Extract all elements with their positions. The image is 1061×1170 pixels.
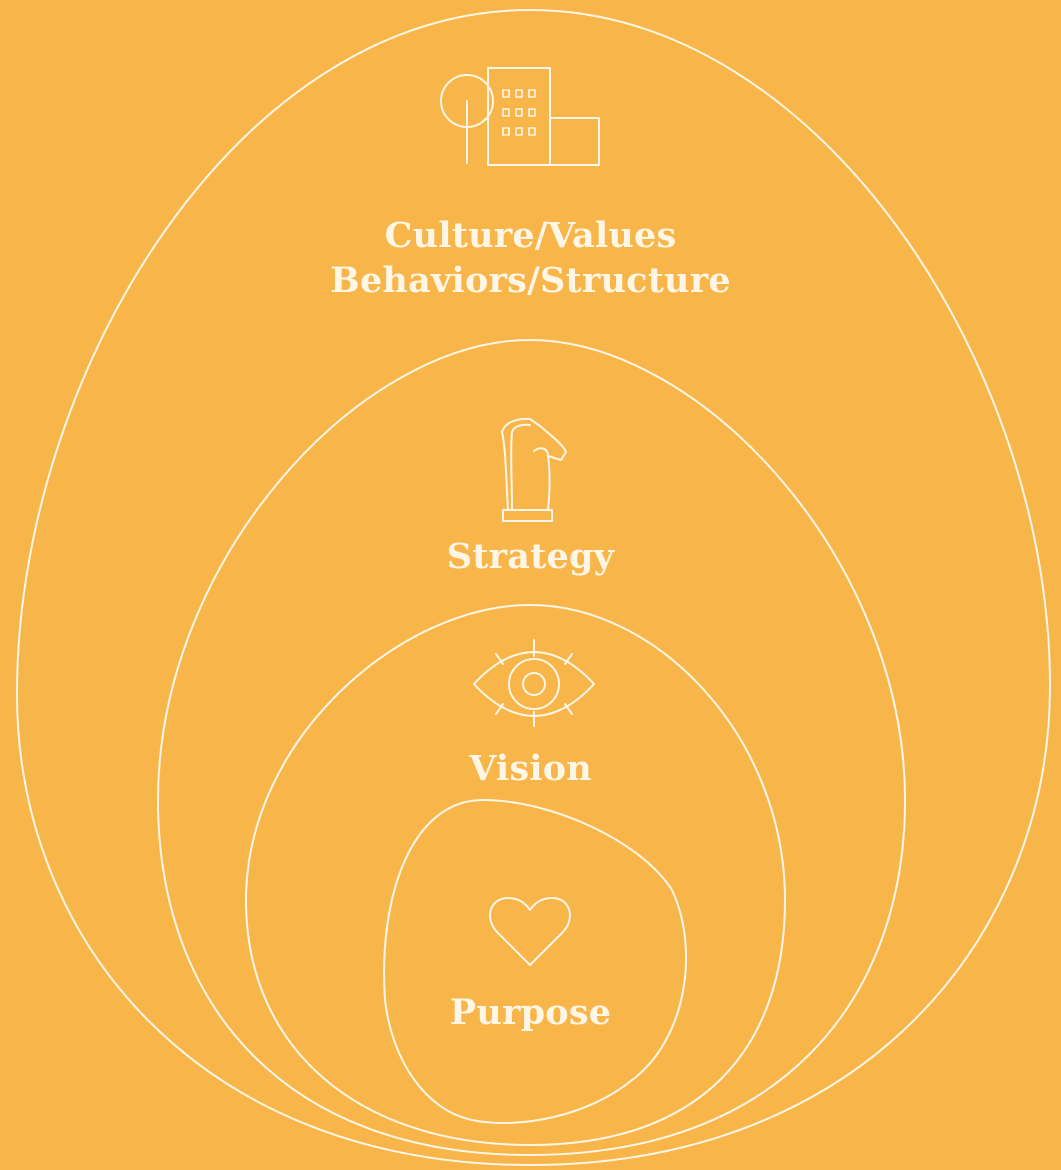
culture-line-2: Behaviors/Structure	[330, 260, 731, 301]
culture-layer-outline	[15, 9, 1052, 1166]
vision-layer-outline	[245, 604, 786, 1146]
strategy-layer-outline	[157, 339, 906, 1156]
eye-icon	[473, 639, 595, 727]
purpose-label: Purpose	[449, 992, 612, 1033]
building-tree-icon	[440, 67, 600, 166]
vision-label: Vision	[469, 748, 592, 789]
strategy-label: Strategy	[446, 536, 615, 577]
culture-line-1: Culture/Values	[384, 215, 677, 256]
heart-icon	[489, 897, 571, 966]
chess-knight-icon	[501, 417, 567, 522]
purpose-layer-outline	[383, 799, 688, 1125]
culture-values-label: Culture/Values Behaviors/Structure	[0, 213, 1061, 303]
